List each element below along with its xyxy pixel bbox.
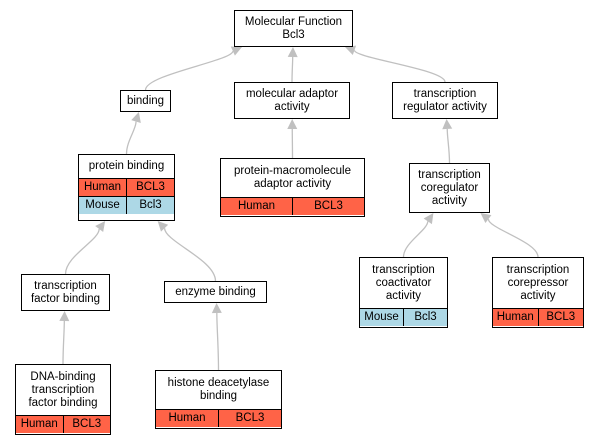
node-title: protein binding bbox=[88, 160, 165, 172]
gene-cell: BCL3 bbox=[218, 410, 281, 427]
edge-arrowhead bbox=[211, 303, 222, 314]
species-cell: Mouse bbox=[85, 199, 120, 211]
annotation-row: Human BCL3 bbox=[221, 197, 364, 215]
node-title: binding bbox=[126, 94, 165, 107]
edge-line bbox=[144, 50, 234, 91]
edge-line bbox=[291, 56, 294, 83]
edge-line bbox=[216, 312, 220, 371]
species-cell: Mouse bbox=[364, 311, 399, 323]
gene-cell: Bcl3 bbox=[126, 197, 174, 214]
annotation-row: Human BCL3 bbox=[79, 178, 174, 196]
edge-line bbox=[125, 121, 137, 155]
gene-cell: BCL3 bbox=[537, 309, 584, 326]
annotation-row: Mouse Bcl3 bbox=[79, 196, 174, 214]
node-title: enzyme binding bbox=[175, 285, 256, 298]
node-binding[interactable]: binding bbox=[120, 90, 171, 112]
edge-arrowhead bbox=[95, 221, 106, 233]
edge-arrowhead bbox=[287, 47, 298, 58]
gene-cell: BCL3 bbox=[126, 179, 174, 196]
species-cell: Human bbox=[496, 311, 534, 323]
edge-arrowhead bbox=[230, 46, 242, 56]
annotation-row: Mouse Bcl3 bbox=[360, 308, 447, 326]
node-protein-binding[interactable]: protein binding Human BCL3 Mouse Bcl3 bbox=[78, 154, 175, 221]
edge-line bbox=[446, 128, 451, 164]
edge-arrowhead bbox=[345, 45, 357, 56]
edge-line bbox=[62, 320, 65, 365]
annotation-row: Human BCL3 bbox=[16, 415, 110, 433]
edge-arrowhead bbox=[287, 119, 298, 130]
edge-line bbox=[163, 228, 217, 282]
edge-arrowhead bbox=[423, 213, 434, 225]
edge-line bbox=[353, 49, 446, 83]
edge-line bbox=[64, 228, 100, 275]
edge-arrowhead bbox=[442, 119, 453, 130]
edge-arrowhead bbox=[157, 221, 169, 232]
annotation-row: Human BCL3 bbox=[156, 409, 281, 427]
edge-arrowhead bbox=[131, 112, 141, 124]
node-enzyme-binding[interactable]: enzyme binding bbox=[164, 281, 267, 303]
species-cell: Human bbox=[168, 412, 206, 424]
gene-cell: BCL3 bbox=[62, 416, 111, 433]
gene-cell: Bcl3 bbox=[403, 309, 447, 326]
species-cell: Human bbox=[237, 200, 276, 212]
gene-cell: BCL3 bbox=[292, 198, 364, 215]
edge-arrowhead bbox=[59, 311, 70, 322]
edge-line bbox=[487, 218, 539, 258]
edge-arrowhead bbox=[480, 213, 492, 224]
species-cell: Human bbox=[20, 418, 58, 430]
annotation-row: Human BCL3 bbox=[493, 308, 583, 326]
species-cell: Human bbox=[83, 181, 122, 193]
edge-line bbox=[402, 221, 429, 258]
